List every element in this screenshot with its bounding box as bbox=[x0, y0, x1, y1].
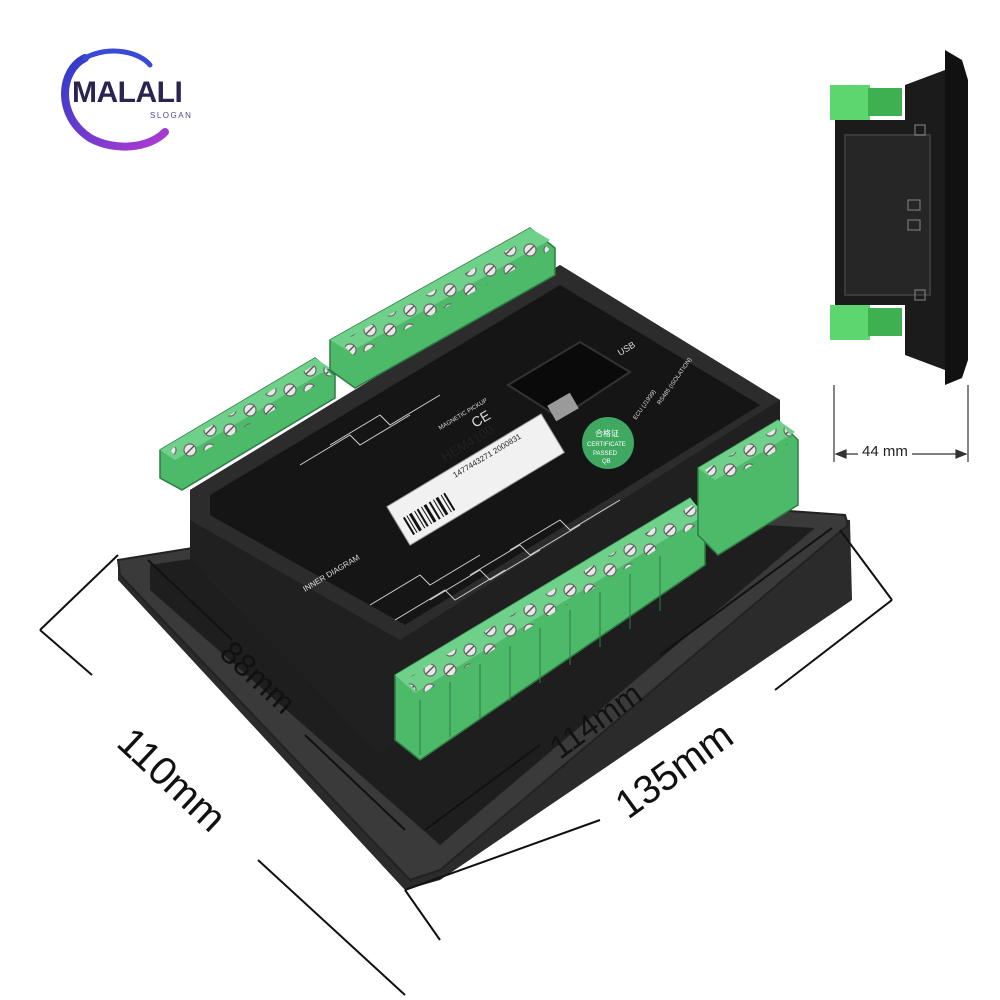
terminal-block-top bbox=[329, 227, 556, 389]
usb-recess bbox=[506, 340, 632, 420]
terminal-block-right bbox=[697, 419, 799, 556]
brand-slogan: SLOGAN bbox=[150, 111, 193, 120]
dim-44mm: 44 mm bbox=[858, 443, 912, 460]
svg-text:合格证: 合格证 bbox=[595, 428, 619, 438]
model-label bbox=[386, 413, 565, 546]
svg-text:CERTIFICATE: CERTIFICATE bbox=[587, 442, 626, 448]
usb-port bbox=[547, 392, 579, 422]
brand-name: MALALI bbox=[72, 76, 183, 109]
brand-logo bbox=[55, 40, 230, 155]
circuit-markings bbox=[299, 394, 621, 621]
side-view bbox=[830, 50, 968, 385]
dim-110mm: 110mm bbox=[109, 719, 234, 840]
terminal-block-left bbox=[159, 357, 336, 491]
svg-text:QB: QB bbox=[602, 459, 611, 465]
certificate-sticker: 合格证 CERTIFICATE PASSED QB bbox=[582, 417, 634, 469]
terminal-block-bottom bbox=[394, 496, 706, 761]
dimension-lines bbox=[39, 527, 893, 996]
svg-text:PASSED: PASSED bbox=[593, 451, 618, 457]
